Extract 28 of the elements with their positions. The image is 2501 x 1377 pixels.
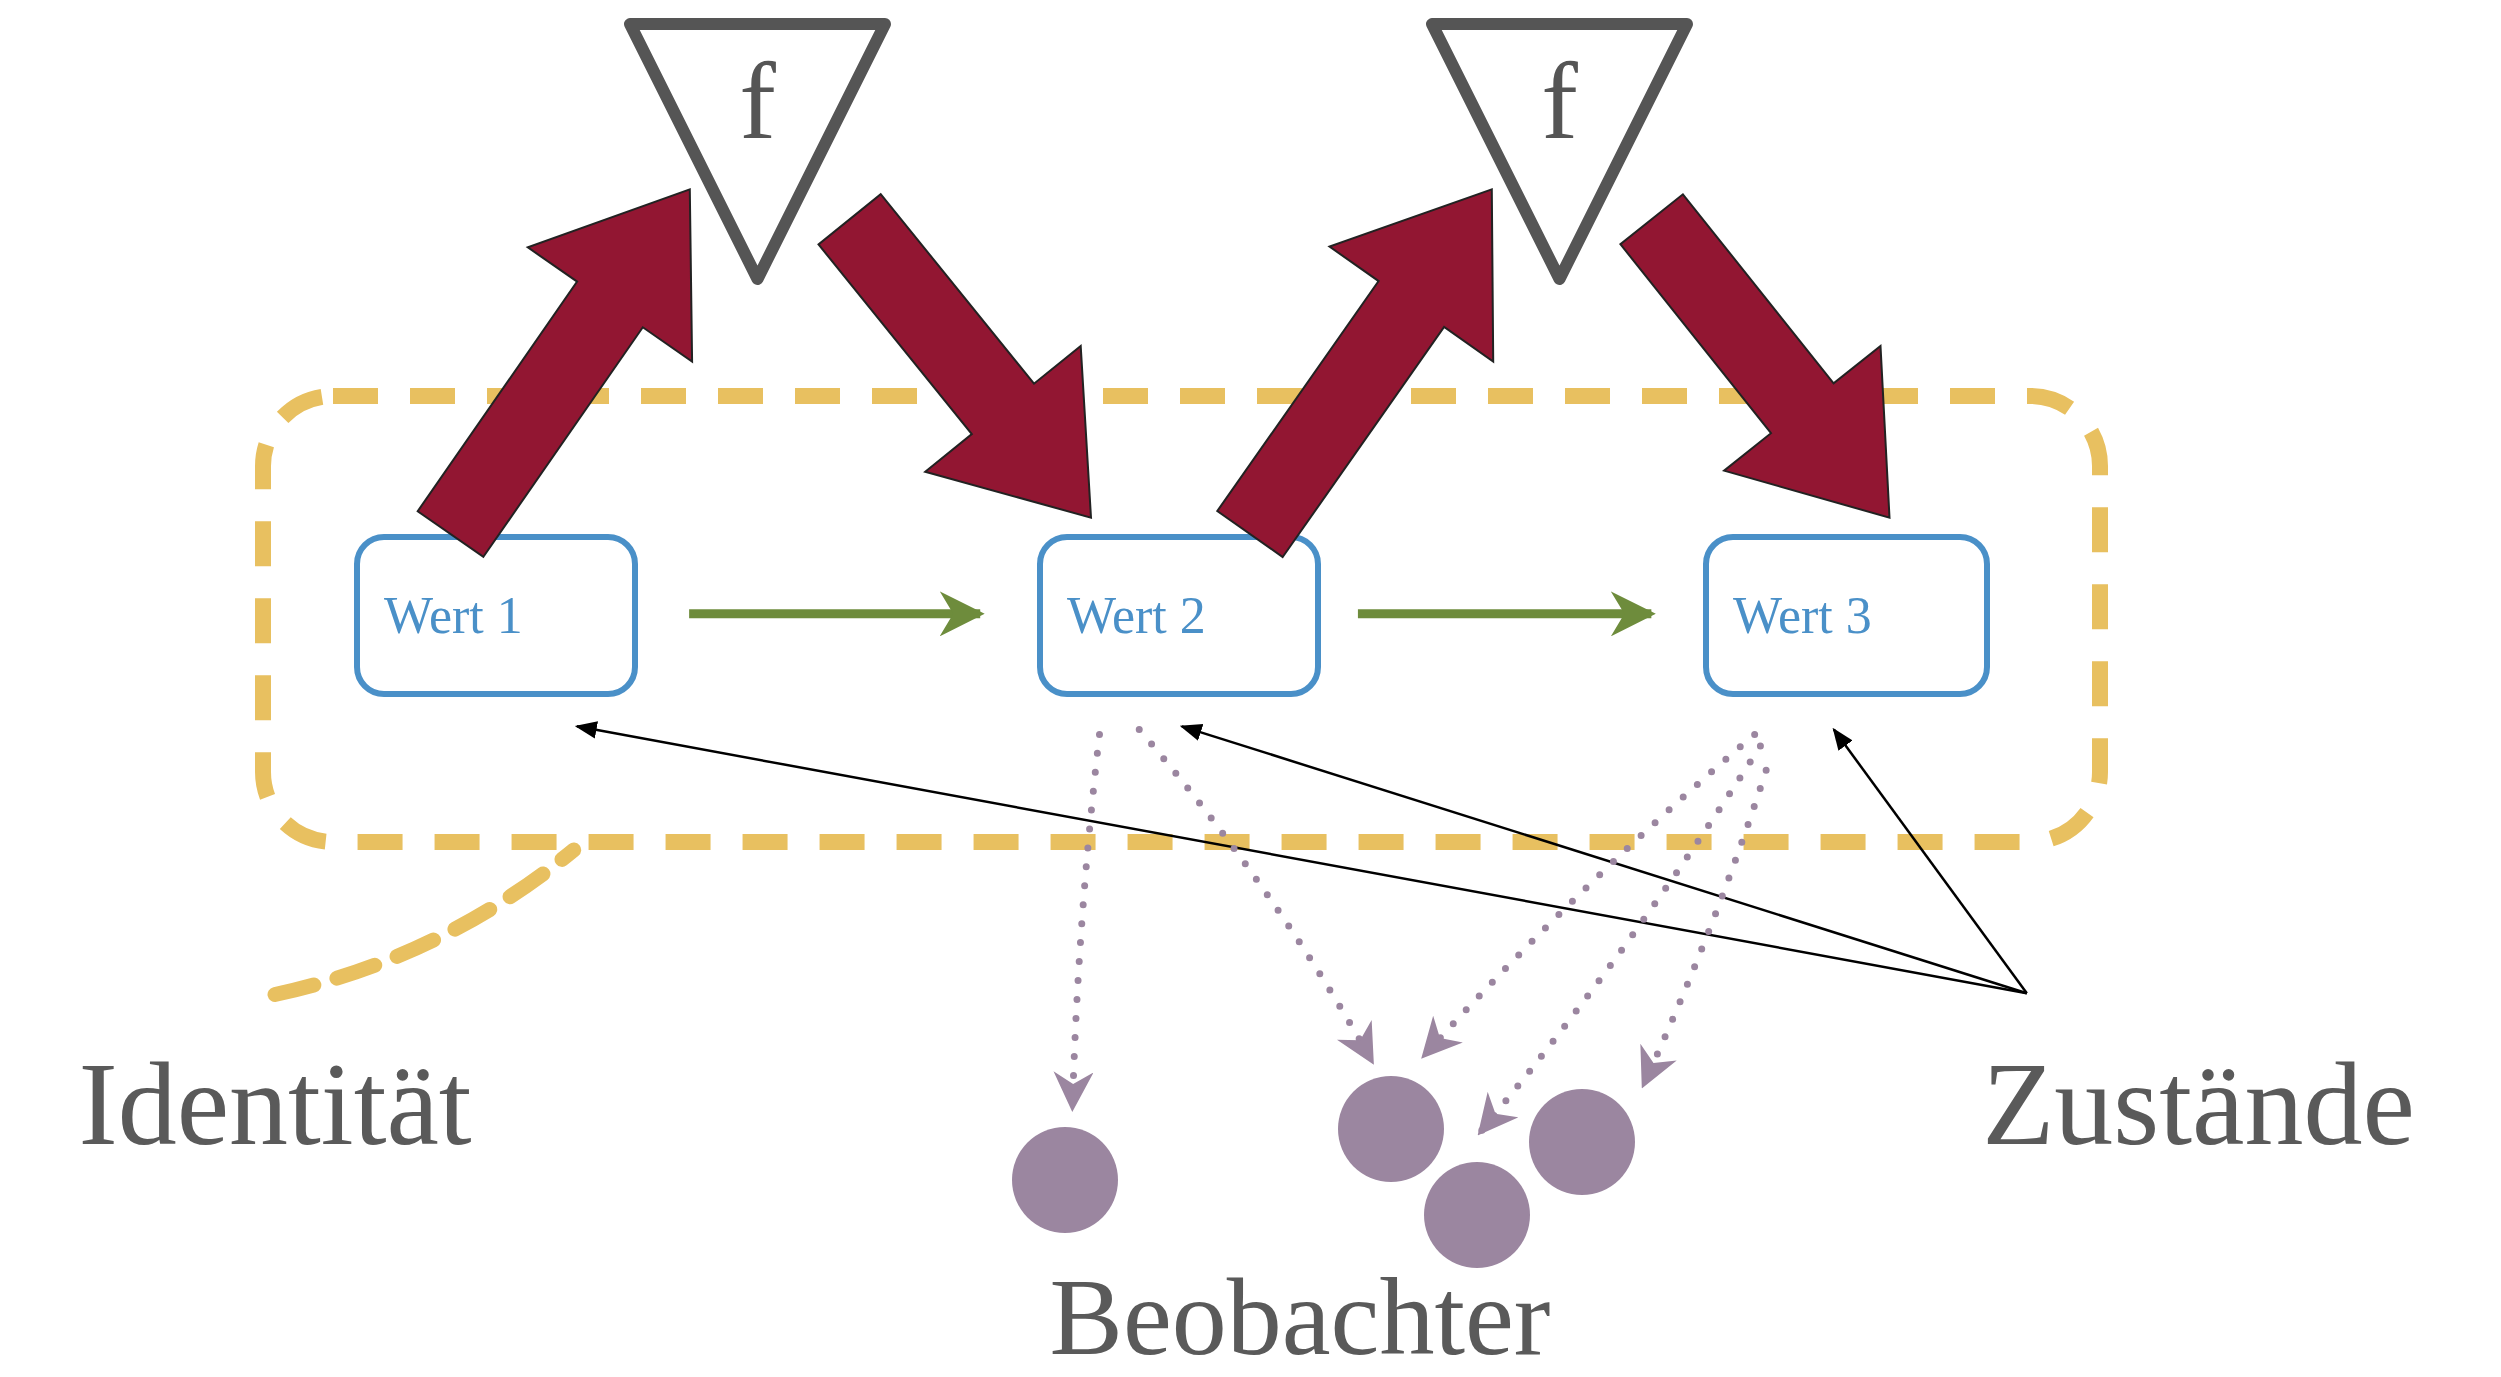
dotted-arrow: [1640, 766, 1770, 1089]
identity-boundary: [255, 388, 2108, 850]
block-arrow: [817, 192, 1093, 520]
dotted-arrow: [1420, 731, 1759, 1060]
function-triangle: [622, 16, 893, 287]
arrow: [689, 591, 985, 637]
function-triangle: [1424, 16, 1695, 287]
dotted-arrow: [1053, 731, 1103, 1112]
caption-text: Zustände: [1982, 1046, 2415, 1164]
arrow: [1179, 723, 2028, 995]
block-arrow: [1619, 192, 1891, 520]
dotted-arrow: [1135, 726, 1376, 1065]
value-box: [354, 534, 638, 697]
value-label: Wert 1: [384, 589, 523, 642]
dotted-arrow: [1476, 742, 1764, 1136]
leader-line: [267, 842, 582, 1002]
value-label: Wert 2: [1067, 589, 1206, 642]
arrow: [1832, 727, 2028, 994]
block-arrow: [416, 188, 694, 559]
caption-text: Beobachter: [1049, 1262, 1551, 1372]
function-label: f: [739, 46, 776, 156]
value-label: Wert 3: [1733, 589, 1872, 642]
arrow: [1357, 591, 1656, 637]
caption-text: Identität: [78, 1046, 472, 1164]
value-box: [1037, 534, 1321, 697]
value-box: [1703, 534, 1990, 697]
block-arrow: [1215, 188, 1495, 559]
function-label: f: [1541, 46, 1578, 156]
